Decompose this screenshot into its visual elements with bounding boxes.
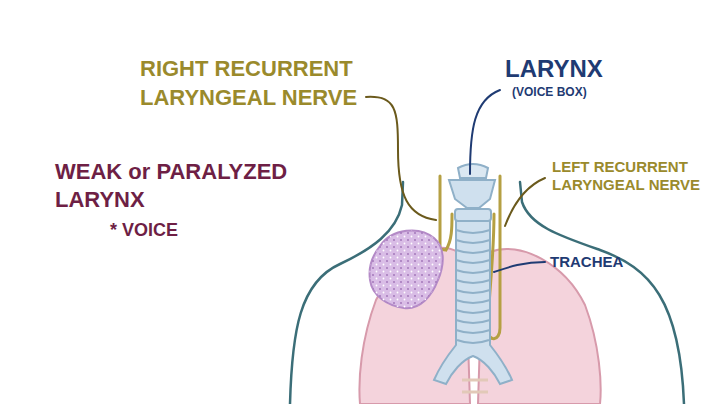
nerve-label: RIGHT RECURRENT LARYNGEAL NERVE bbox=[140, 55, 372, 112]
organ-label: LARYNX bbox=[505, 55, 645, 83]
nerve-label: LEFT RECURRENT LARYNGEAL NERVE bbox=[552, 158, 702, 194]
cricoid-cartilage bbox=[455, 209, 491, 221]
epiglottis bbox=[458, 164, 488, 178]
leader-line bbox=[366, 97, 436, 220]
tumour-mass bbox=[369, 230, 442, 308]
spine bbox=[462, 380, 488, 392]
organ-sublabel: (VOICE BOX) bbox=[512, 85, 632, 99]
label-holder: TRACHEA bbox=[550, 253, 670, 271]
symptom-note: * VOICE bbox=[110, 220, 250, 242]
label-holder: LEFT RECURRENT LARYNGEAL NERVE bbox=[552, 158, 702, 194]
leader-line bbox=[470, 90, 500, 174]
label-holder: RIGHT RECURRENT LARYNGEAL NERVE bbox=[140, 55, 372, 112]
thyroid-cartilage bbox=[449, 180, 495, 208]
tumour-texture bbox=[369, 230, 442, 308]
trachea-rings bbox=[456, 230, 490, 343]
leader-line bbox=[505, 178, 545, 226]
leader-line bbox=[494, 262, 545, 272]
organ-label: TRACHEA bbox=[550, 253, 670, 271]
label-holder: LARYNX bbox=[505, 55, 645, 83]
label-holder: (VOICE BOX) bbox=[512, 85, 632, 99]
label-holder: WEAK or PARALYZED LARYNX bbox=[55, 158, 300, 213]
left-lung bbox=[478, 249, 601, 404]
label-holder: * VOICE bbox=[110, 220, 250, 242]
symptom-note: WEAK or PARALYZED LARYNX bbox=[55, 158, 300, 213]
trachea bbox=[434, 220, 512, 384]
